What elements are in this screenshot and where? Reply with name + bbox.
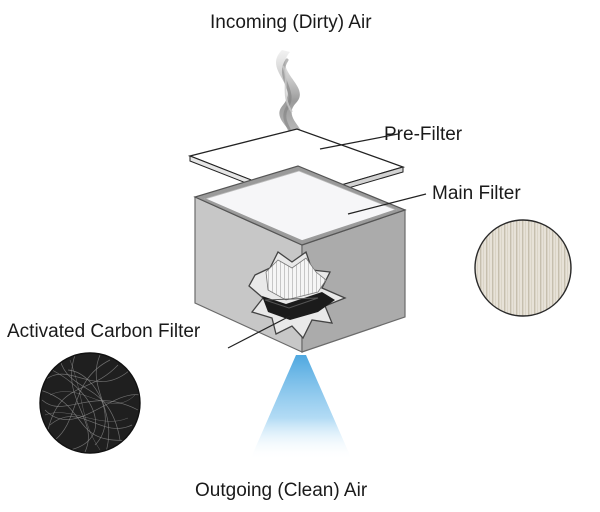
carbon-filter-label: Activated Carbon Filter (7, 321, 201, 342)
pleated-filter-swatch-icon (474, 219, 572, 317)
main-filter-label: Main Filter (432, 183, 521, 204)
leader-lines (227, 133, 427, 349)
pre-filter-label: Pre-Filter (384, 124, 463, 145)
incoming-air-label: Incoming (Dirty) Air (210, 12, 372, 33)
outgoing-air-label: Outgoing (Clean) Air (195, 480, 368, 501)
carbon-fiber-swatch-icon (39, 352, 141, 454)
cutaway-opening (248, 250, 347, 340)
clean-air-beam-icon (250, 355, 352, 460)
